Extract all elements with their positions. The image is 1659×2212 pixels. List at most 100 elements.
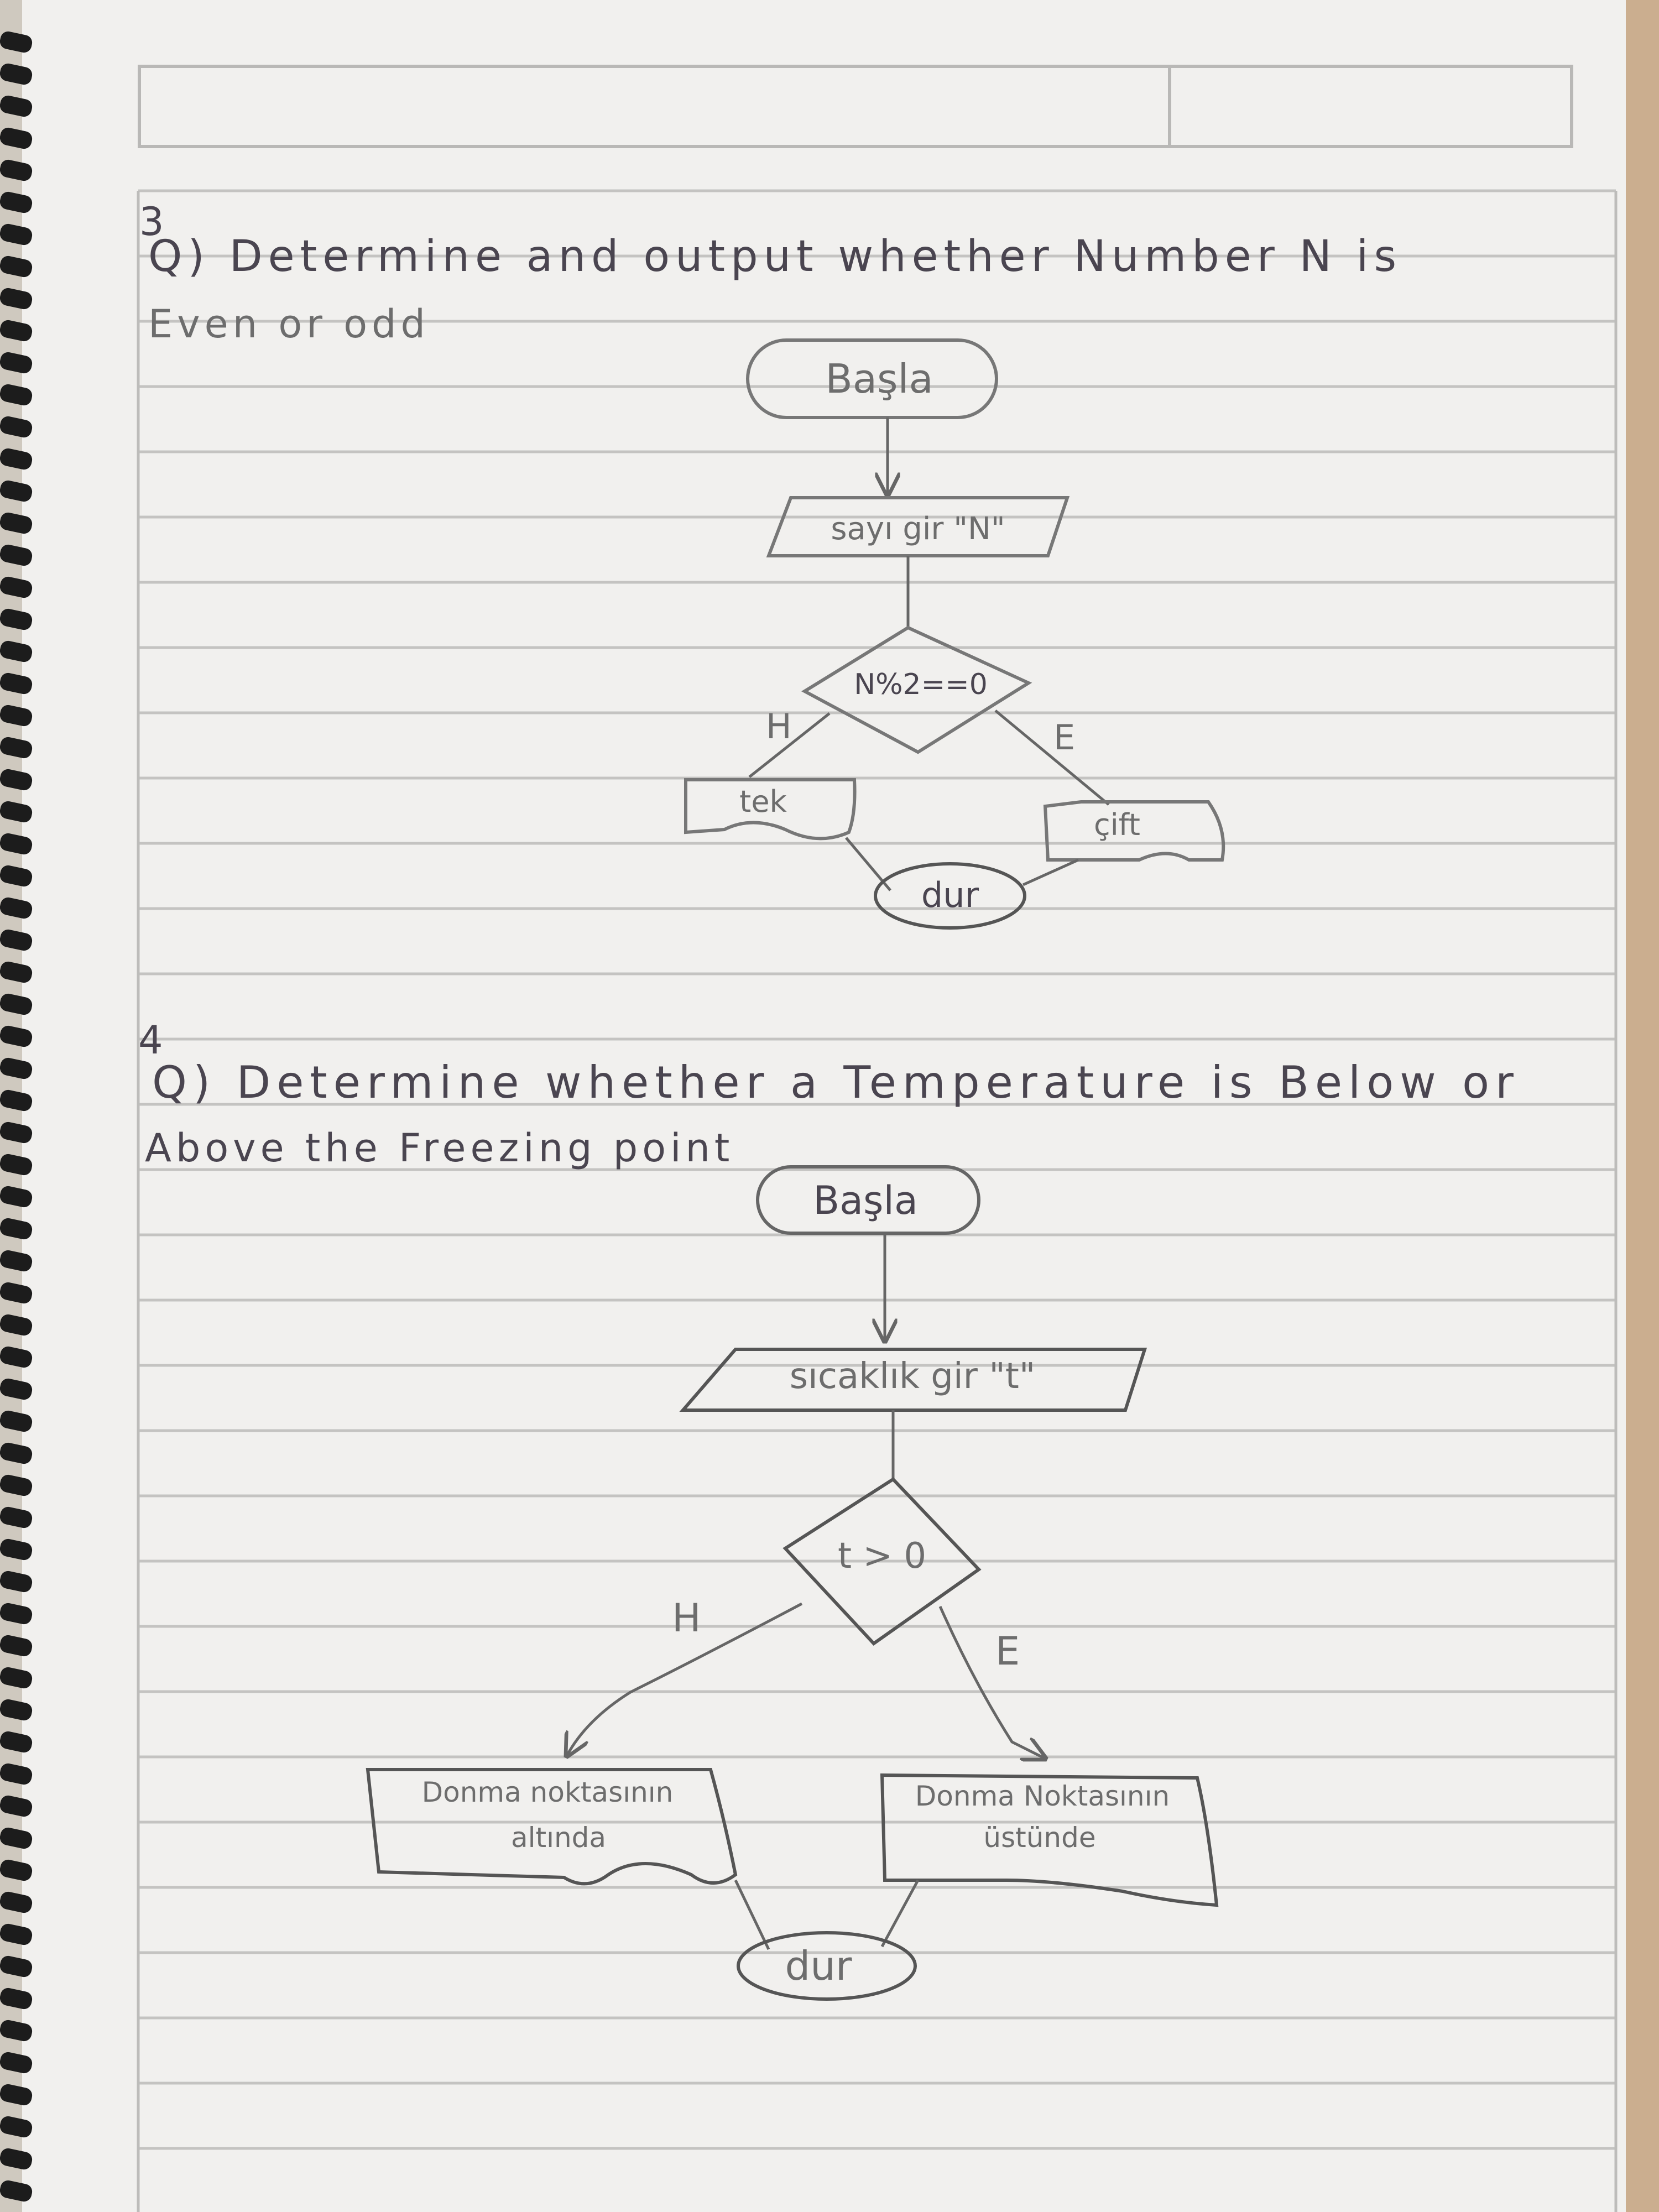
q3-start-terminal <box>746 338 998 419</box>
spiral-ring <box>0 961 33 983</box>
spiral-ring <box>0 31 33 53</box>
q4-start-terminal <box>756 1165 980 1235</box>
spiral-ring <box>0 1571 33 1593</box>
spiral-ring <box>0 1282 33 1304</box>
q4-line-yes-to-stop <box>880 1879 920 1948</box>
spiral-ring <box>0 1250 33 1272</box>
spiral-ring <box>0 1987 33 2010</box>
spiral-ring <box>0 1378 33 1400</box>
spiral-ring <box>0 127 33 149</box>
spiral-ring <box>0 1186 33 1208</box>
spiral-ring <box>0 1538 33 1561</box>
spiral-ring <box>0 1731 33 1753</box>
ruled-lines <box>138 189 1616 2150</box>
spiral-ring <box>0 1346 33 1368</box>
spiral-ring <box>0 640 33 662</box>
spiral-ring <box>0 2084 33 2106</box>
q4-yes-output-line-2: üstünde <box>983 1822 1095 1854</box>
q3-decision-diamond <box>801 625 1032 754</box>
q4-input-parallelogram <box>679 1348 1147 1412</box>
spiral-ring <box>0 1859 33 1881</box>
q4-stop-label: dur <box>785 1943 852 1989</box>
q4-flowchart: Başla sıcaklık gir "t" t > 0 H E Donma n… <box>366 1165 1219 2001</box>
question-4: 4 Q) Determine whether a Temperature is … <box>138 1018 1514 2001</box>
q3-flowchart: Başla sayı gir "N" N%2==0 H E tek çift d… <box>684 338 1225 930</box>
spiral-ring <box>0 1955 33 1978</box>
spiral-ring <box>0 1025 33 1047</box>
spiral-ring <box>0 1442 33 1464</box>
spiral-ring <box>0 2116 33 2138</box>
spiral-ring <box>0 865 33 887</box>
q3-input-parallelogram <box>766 496 1070 557</box>
q3-input-label: sayı gir "N" <box>831 511 1005 547</box>
q4-question-line-2: Above the Freezing point <box>145 1125 734 1171</box>
q3-line-no-branch <box>748 712 831 778</box>
spiral-ring <box>0 2180 33 2202</box>
spiral-ring <box>0 384 33 406</box>
spiral-ring <box>0 544 33 566</box>
spiral-ring <box>0 416 33 438</box>
spiral-ring <box>0 1121 33 1144</box>
spiral-ring <box>0 929 33 951</box>
spiral-binding <box>0 31 33 2202</box>
q4-number: 4 <box>138 1018 163 1063</box>
header-box <box>138 65 1573 148</box>
q3-question-line-1: Q) Determine and output whether Number N… <box>148 232 1402 281</box>
spiral-ring <box>0 833 33 855</box>
spiral-ring <box>0 2052 33 2074</box>
spiral-ring <box>0 448 33 470</box>
spiral-ring <box>0 191 33 213</box>
spiral-ring <box>0 2020 33 2042</box>
spiral-ring <box>0 288 33 310</box>
q4-no-output-line-1: Donma noktasının <box>422 1776 674 1808</box>
spiral-ring <box>0 480 33 502</box>
spiral-ring <box>0 255 33 278</box>
q4-line-no-branch <box>567 1602 803 1756</box>
spiral-ring <box>0 897 33 919</box>
spiral-ring <box>0 705 33 727</box>
q4-no-output-line-2: altında <box>511 1822 606 1854</box>
spiral-ring <box>0 1635 33 1657</box>
spiral-ring <box>0 1410 33 1432</box>
spiral-ring <box>0 1474 33 1496</box>
q3-line-yes-to-stop <box>1022 858 1079 886</box>
spiral-ring <box>0 1154 33 1176</box>
spiral-ring <box>0 1763 33 1785</box>
q4-stop-terminal <box>737 1931 917 2001</box>
spiral-ring <box>0 1314 33 1336</box>
spiral-ring <box>0 2148 33 2170</box>
spiral-ring <box>0 608 33 630</box>
q4-input-label: sıcaklık gir "t" <box>790 1356 1036 1397</box>
q3-no-output-document <box>684 778 857 841</box>
q3-yes-output-document <box>1043 800 1225 862</box>
spiral-ring <box>0 1057 33 1079</box>
spiral-ring <box>0 1827 33 1849</box>
spiral-ring <box>0 63 33 85</box>
spiral-ring <box>0 993 33 1015</box>
spiral-ring <box>0 1603 33 1625</box>
q3-number: 3 <box>139 199 164 244</box>
spiral-ring <box>0 1891 33 1913</box>
q4-no-output-document <box>366 1768 738 1886</box>
paper <box>22 0 1626 2212</box>
q4-yes-output-line-1: Donma Noktasının <box>915 1780 1170 1812</box>
q4-no-label: H <box>672 1595 701 1641</box>
q3-start-label: Başla <box>825 356 933 402</box>
q4-line-yes-branch <box>938 1605 1045 1759</box>
q4-yes-label: E <box>995 1629 1020 1674</box>
q4-start-label: Başla <box>813 1178 918 1223</box>
q3-line-yes-branch <box>994 709 1110 806</box>
q3-yes-label: E <box>1053 717 1075 758</box>
spiral-ring <box>0 1795 33 1817</box>
q3-question-line-2: Even or odd <box>148 301 430 347</box>
q3-no-output-label: tek <box>739 784 787 819</box>
spiral-ring <box>0 1699 33 1721</box>
spiral-ring <box>0 1667 33 1689</box>
spiral-ring <box>0 576 33 598</box>
q4-decision-diamond <box>782 1477 982 1646</box>
q4-line-no-to-stop <box>734 1879 770 1950</box>
spiral-ring <box>0 1218 33 1240</box>
spiral-ring <box>0 1923 33 1945</box>
spiral-ring <box>0 159 33 181</box>
